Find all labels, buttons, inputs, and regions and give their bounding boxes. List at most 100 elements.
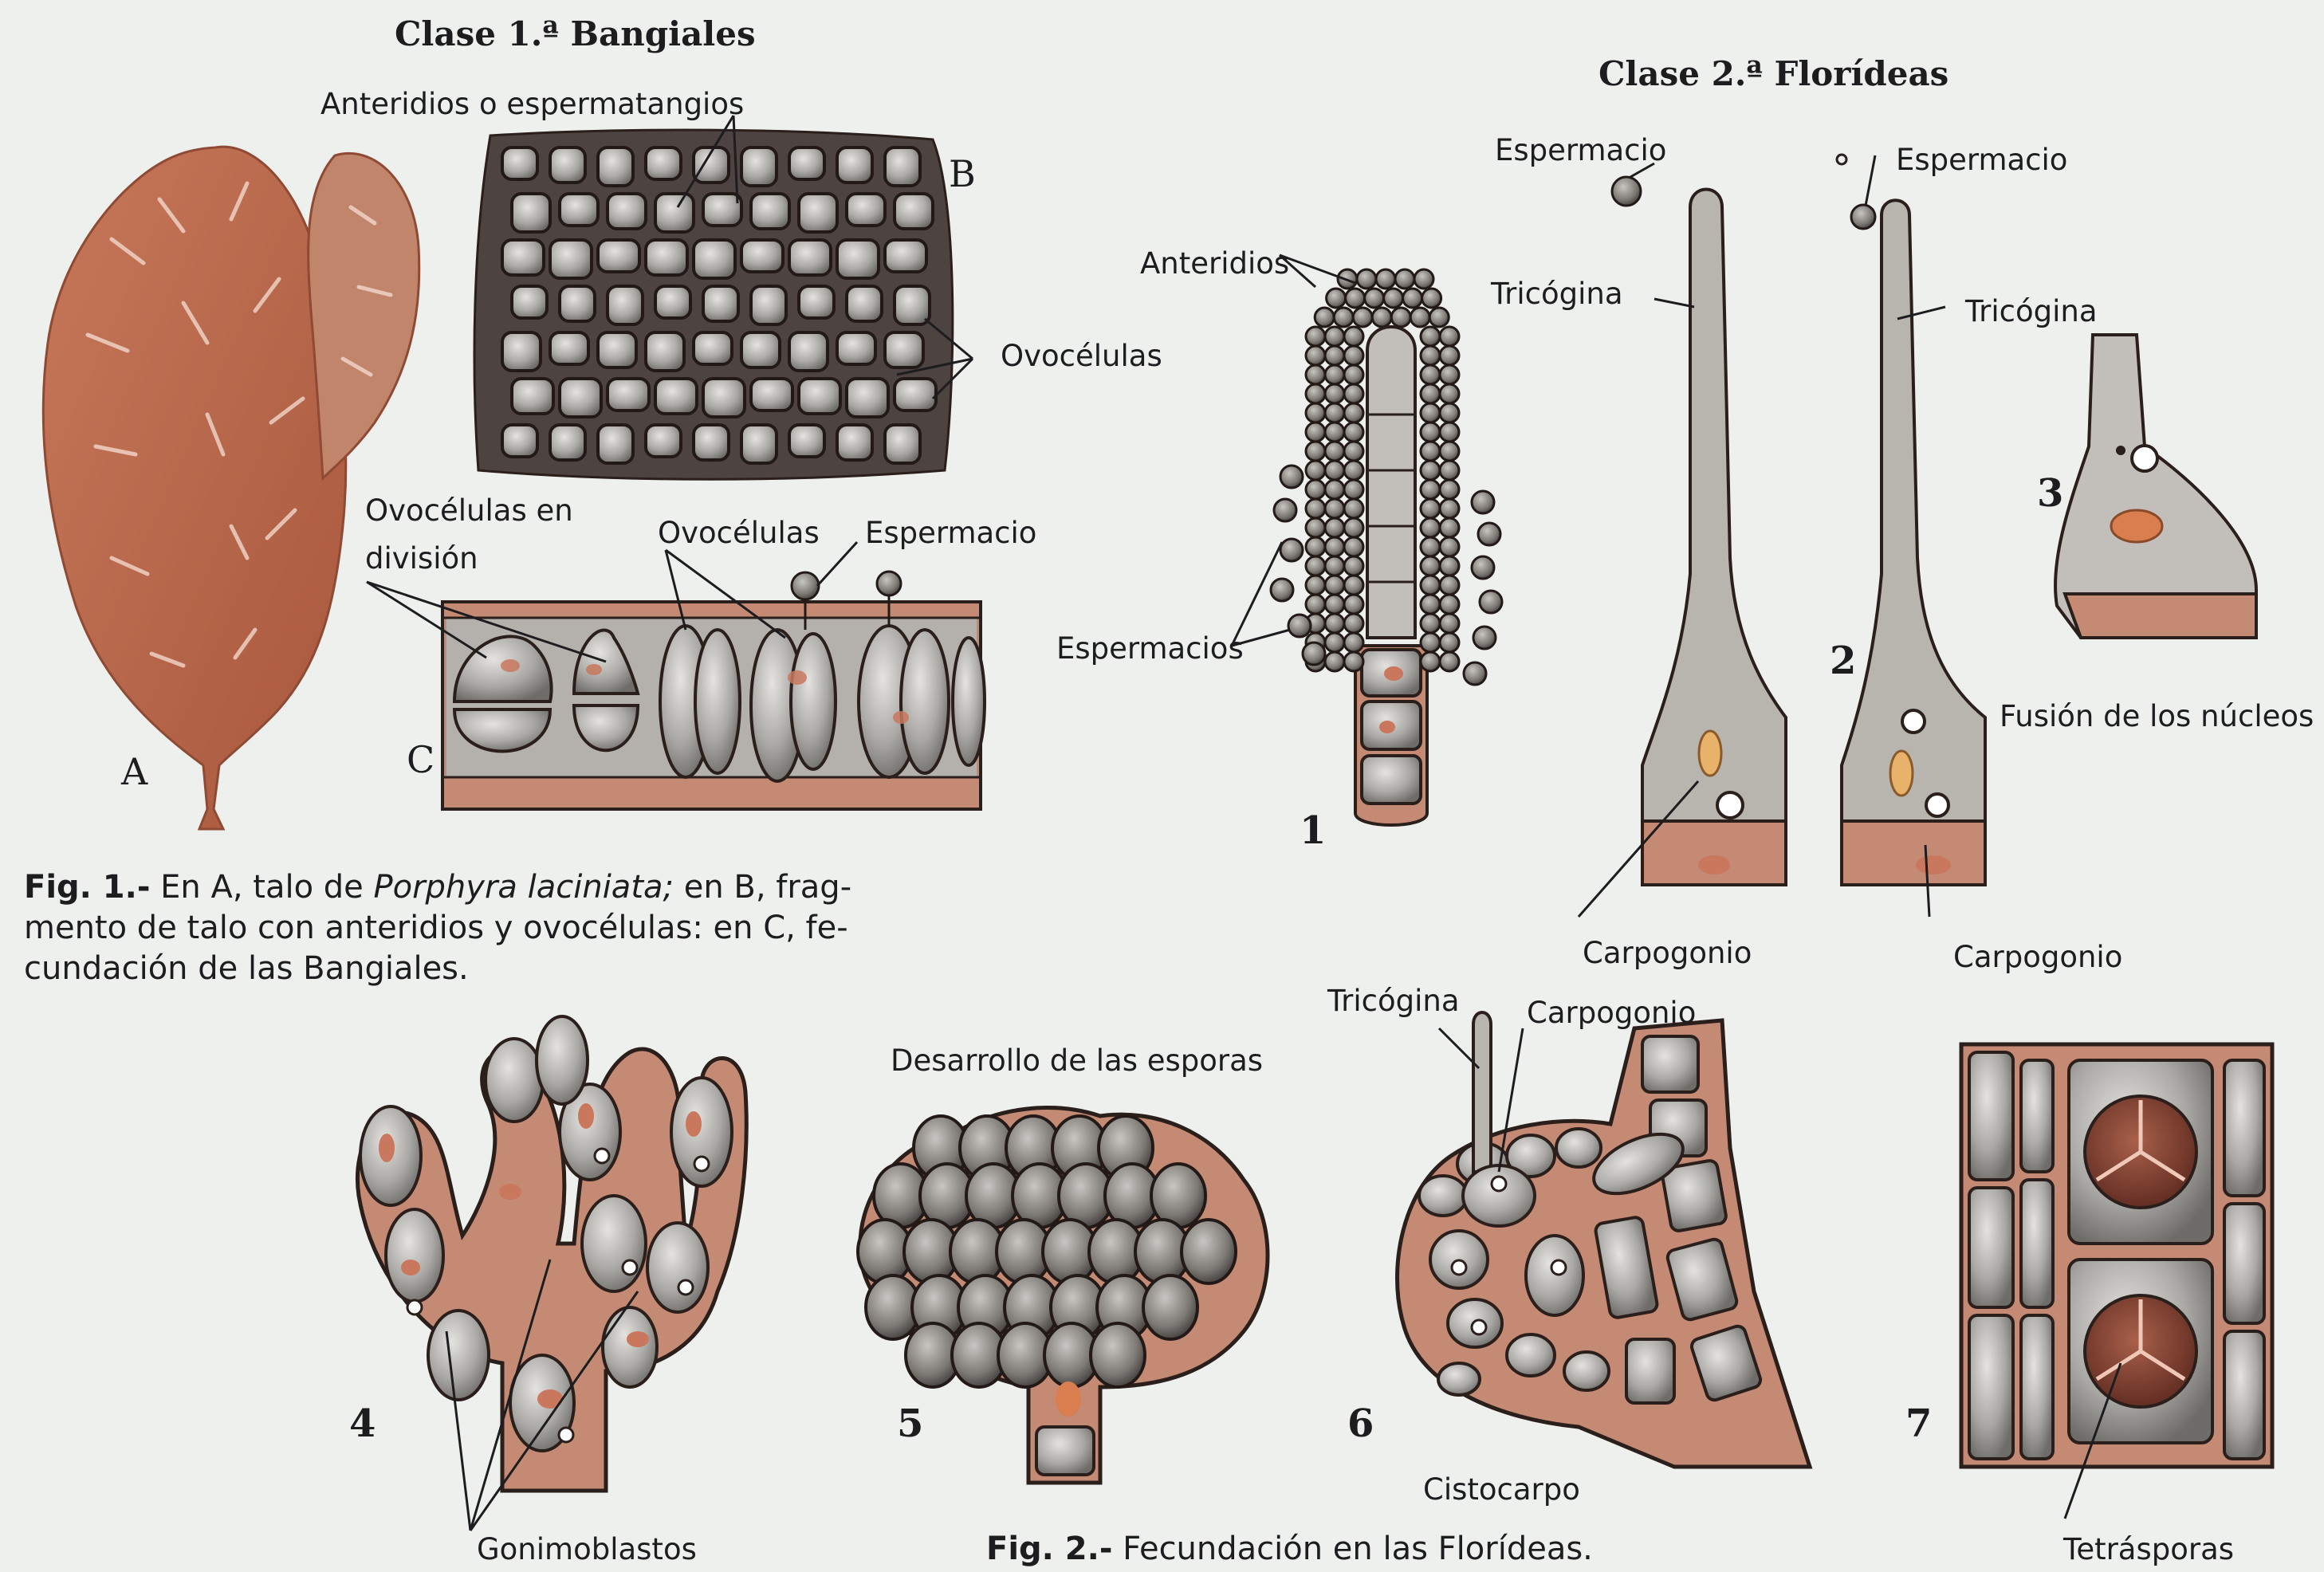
antheridium [1421,576,1440,595]
nuclei-fusion-3 [2055,335,2256,638]
number-3: 3 [2037,474,2063,513]
thallus-cell [598,147,633,186]
antheridium [1306,346,1325,365]
antheridium [1440,518,1459,537]
antheridium [1421,422,1440,442]
antheridium [1344,614,1363,633]
antheridium [1421,518,1440,537]
thallus-cell [885,332,923,367]
antheridium [1325,480,1344,499]
antheridium [1327,289,1346,308]
label-espermacio-1: Espermacio [1495,136,1666,165]
antheridium [1421,556,1440,576]
antheridium [1344,537,1363,556]
thallus-cell [837,425,872,460]
antheridium [1421,537,1440,556]
thallus-cell [741,332,780,367]
thallus-cell [655,286,690,318]
label-anteridios-espermatangios: Anteridios o espermatangios [320,89,744,119]
number-1: 1 [1300,812,1326,850]
thallus-cell [646,240,687,275]
antheridium [1344,633,1363,652]
antheridium [1306,556,1325,576]
label-desarrollo-esporas: Desarrollo de las esporas [891,1046,1263,1075]
antheridium [1325,652,1344,671]
number-2: 2 [1830,642,1856,680]
antheridium [1414,269,1433,289]
antheridium [1344,442,1363,461]
thallus-cell [751,286,786,324]
antheridium [1325,461,1344,480]
antheridium [1422,289,1441,308]
antheridium [1344,518,1363,537]
antheridium [1421,614,1440,633]
number-6: 6 [1347,1405,1374,1443]
antheridium [1421,384,1440,403]
antheridium [1325,346,1344,365]
thallus-cell [789,425,824,457]
thallus-cell [799,379,840,414]
antheridium [1315,308,1334,327]
thallus-cell [608,194,646,229]
thallus-cell [741,425,777,463]
label-tricogina-6: Tricógina [1327,986,1460,1016]
caption-fig-2-text: Fecundación en las Florídeas. [1112,1531,1592,1567]
label-anteridios: Anteridios [1140,249,1289,278]
thallus-cell [885,425,920,463]
antheridium [1365,289,1384,308]
antheridium [1325,633,1344,652]
thallus-cell [751,379,792,411]
antheridium [1440,595,1459,614]
antheridium [1440,403,1459,422]
thallus-cell [608,286,643,324]
antheridium [1306,461,1325,480]
caption-fig-1-line-2: mento de talo con anteridios y ovocélula… [24,910,848,946]
thallus-cell [741,147,777,186]
antheridium [1344,461,1363,480]
title-clase-2: Clase 2.ª Florídeas [1598,57,1948,91]
thallus-cell [502,147,537,179]
antheridium [1440,480,1459,499]
number-4: 4 [349,1405,376,1443]
label-espermacios: Espermacios [1056,634,1244,663]
number-5: 5 [897,1405,923,1443]
antheridium [1325,384,1344,403]
thallus-cell [598,425,633,463]
thallus-cell [703,286,738,321]
thallus-cell [608,379,649,411]
antheridium [1344,365,1363,384]
antheridium [1353,308,1372,327]
label-fusion-nucleos: Fusión de los núcleos [2000,702,2314,731]
antheridium [1325,614,1344,633]
antheridium [1410,308,1429,327]
antheridium [1403,289,1422,308]
gonimoblasts-4 [357,1016,746,1491]
antheridium [1325,518,1344,537]
thallus-cell [885,240,926,272]
spore [1091,1323,1145,1387]
antheridium [1306,403,1325,422]
carpogonium-stage-1 [1612,177,1786,885]
antheridium [1440,461,1459,480]
antheridium [1346,289,1365,308]
antheridium [1306,365,1325,384]
antheridium [1421,403,1440,422]
antheridium [1440,442,1459,461]
thallus-cell [655,194,694,232]
fecundation-strip-c [442,572,985,809]
antheridium [1440,346,1459,365]
thallus-cell [895,286,930,324]
antheridium [1344,403,1363,422]
antheridium [1421,365,1440,384]
antheridia-branch-1 [1271,269,1502,825]
caption-fig-2: Fig. 2.- Fecundación en las Florídeas. [986,1529,1704,1570]
thallus-cell [847,379,888,417]
antheridium [1306,576,1325,595]
antheridium [1440,327,1459,346]
antheridium [1325,537,1344,556]
label-espermacio-2: Espermacio [1896,145,2067,175]
antheridium [1306,442,1325,461]
antheridium [1372,308,1391,327]
thallus-cell [694,332,732,364]
